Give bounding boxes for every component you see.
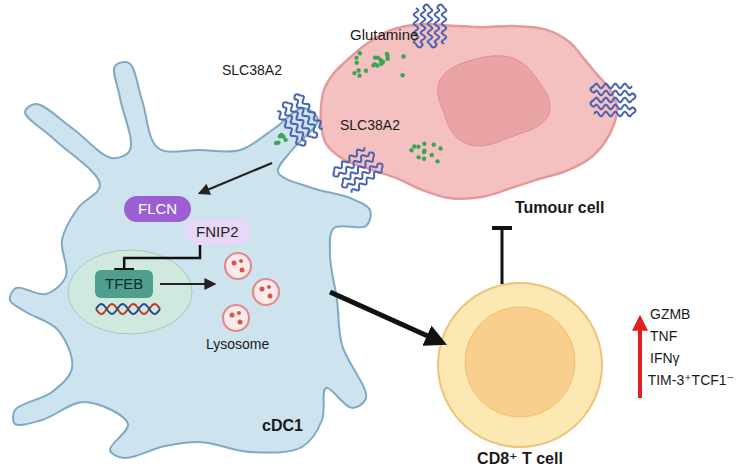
transporter-label: SLC38A2 [222, 62, 282, 78]
label-holder: CD8⁺ T cell [437, 449, 603, 468]
inhibition-line [124, 245, 200, 270]
lysosome-group [223, 253, 279, 331]
transporter-group [273, 5, 635, 197]
effector-label: IFNγ [650, 350, 680, 366]
cell-outline [5, 110, 330, 450]
molecule-label: Glutamine [350, 26, 418, 43]
phenotype-label: TIM-3⁺TCF1⁻ [648, 372, 734, 388]
cell-membrane [438, 283, 602, 447]
cell-outline [437, 282, 603, 470]
nucleus [68, 250, 192, 334]
effector-label: TNF [650, 328, 677, 344]
protein-name: FNIP2 [196, 223, 239, 241]
label-holder: Tumour cell [515, 199, 605, 217]
cell-name: cDC1 [262, 417, 303, 435]
organelle-label: Lysosome [206, 336, 269, 352]
transcription-arrow [160, 283, 214, 285]
dendritic-cell: cDC1 FLCN FNIP2TFEB [5, 110, 330, 450]
label-holder: cDC1 [262, 417, 303, 435]
cell-membrane [321, 24, 618, 199]
protein-pill: FLCN [124, 196, 191, 222]
transcription-factor-box: TFEB [95, 270, 153, 298]
protein-name: FLCN [138, 200, 177, 218]
cell-name: CD8⁺ T cell [437, 449, 603, 468]
nucleus [438, 56, 550, 146]
increase-arrow [638, 318, 642, 398]
cell-name: Tumour cell [515, 199, 605, 217]
effector-label: GZMB [650, 306, 690, 322]
signal-arrow [200, 163, 272, 193]
cell-membrane [10, 62, 371, 458]
protein-pill: FNIP2 [184, 219, 251, 245]
transporter-label: SLC38A2 [340, 117, 400, 133]
dna-strand [96, 304, 160, 314]
inhibition-line [501, 228, 504, 284]
t-cell: CD8⁺ T cell [437, 282, 603, 470]
nucleus [465, 307, 575, 417]
glutamine-dots [274, 51, 443, 164]
protein-name: TFEB [105, 275, 143, 293]
flow-arrow [330, 292, 441, 342]
